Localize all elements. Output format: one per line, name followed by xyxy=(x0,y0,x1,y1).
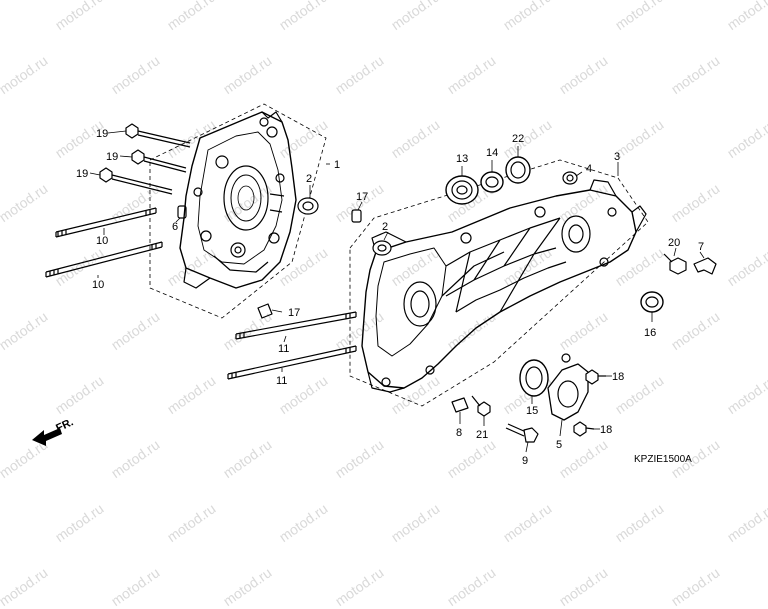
oil-seal-15 xyxy=(519,359,549,397)
cover-plate-5 xyxy=(547,353,589,421)
diagram-drawing: 19 19 19 10 10 6 1 2 17 17 11 11 2 13 14… xyxy=(32,103,717,467)
part-label-4: 4 xyxy=(586,163,592,175)
bolt-21 xyxy=(471,395,491,417)
part-label-2: 2 xyxy=(382,221,388,233)
oil-seal-2-right xyxy=(372,240,392,256)
part-label-19: 19 xyxy=(106,151,118,163)
part-label-13: 13 xyxy=(456,153,468,165)
bearing-22 xyxy=(505,156,531,184)
part-label-7: 7 xyxy=(698,241,704,253)
part-label-16: 16 xyxy=(644,327,656,339)
part-label-3: 3 xyxy=(614,151,620,163)
dowel-pin-17-top xyxy=(351,209,362,223)
part-label-8: 8 xyxy=(456,427,462,439)
part-label-2: 2 xyxy=(306,173,312,185)
right-crankcase-outline xyxy=(349,159,649,407)
part-label-18: 18 xyxy=(612,371,624,383)
diagram-code: KPZIE1500A xyxy=(634,454,692,465)
part-label-20: 20 xyxy=(668,237,680,249)
part-label-5: 5 xyxy=(556,439,562,451)
part-label-19: 19 xyxy=(96,128,108,140)
bearing-14 xyxy=(480,171,504,193)
part-label-9: 9 xyxy=(522,455,528,467)
sensor-8 xyxy=(451,397,469,413)
oil-seal-16 xyxy=(640,291,664,313)
part-label-17: 17 xyxy=(288,307,300,319)
part-label-18: 18 xyxy=(600,424,612,436)
bolt-18-a xyxy=(585,369,606,385)
left-crankcase-half xyxy=(179,111,297,289)
bolt-18-b xyxy=(573,421,595,437)
part-label-10: 10 xyxy=(92,279,104,291)
front-direction-label: FR. xyxy=(54,416,75,434)
stud-bolt-10-b xyxy=(45,241,163,278)
oil-seal-2-left xyxy=(297,197,319,215)
part-label-22: 22 xyxy=(512,133,524,145)
part-label-11: 11 xyxy=(276,375,287,387)
left-crankcase-outline xyxy=(149,103,327,319)
part-label-6: 6 xyxy=(172,221,178,233)
part-label-11: 11 xyxy=(278,343,289,355)
bolt-9 xyxy=(505,423,539,443)
bolt-19-b xyxy=(131,149,187,173)
stud-bolt-10-a xyxy=(55,207,157,238)
part-label-17: 17 xyxy=(356,191,368,203)
dowel-pin-6 xyxy=(177,205,187,219)
bolt-19-a xyxy=(125,123,191,148)
front-direction-arrow-icon xyxy=(32,428,62,446)
stud-bolt-11-a xyxy=(235,311,357,340)
part-label-19: 19 xyxy=(76,168,88,180)
stud-bolt-11-b xyxy=(227,345,357,380)
part-label-21: 21 xyxy=(476,429,488,441)
part-label-14: 14 xyxy=(486,147,498,159)
dowel-pin-17-lower xyxy=(257,303,273,319)
bolt-19-c xyxy=(99,167,173,195)
part-label-10: 10 xyxy=(96,235,108,247)
bearing-13 xyxy=(445,175,479,205)
part-label-1: 1 xyxy=(334,159,340,171)
clip-7 xyxy=(693,257,717,275)
bolt-20 xyxy=(663,253,687,275)
part-label-15: 15 xyxy=(526,405,538,417)
leader-lines xyxy=(89,130,705,453)
right-crankcase-half xyxy=(361,179,647,393)
collar-4 xyxy=(562,171,578,185)
